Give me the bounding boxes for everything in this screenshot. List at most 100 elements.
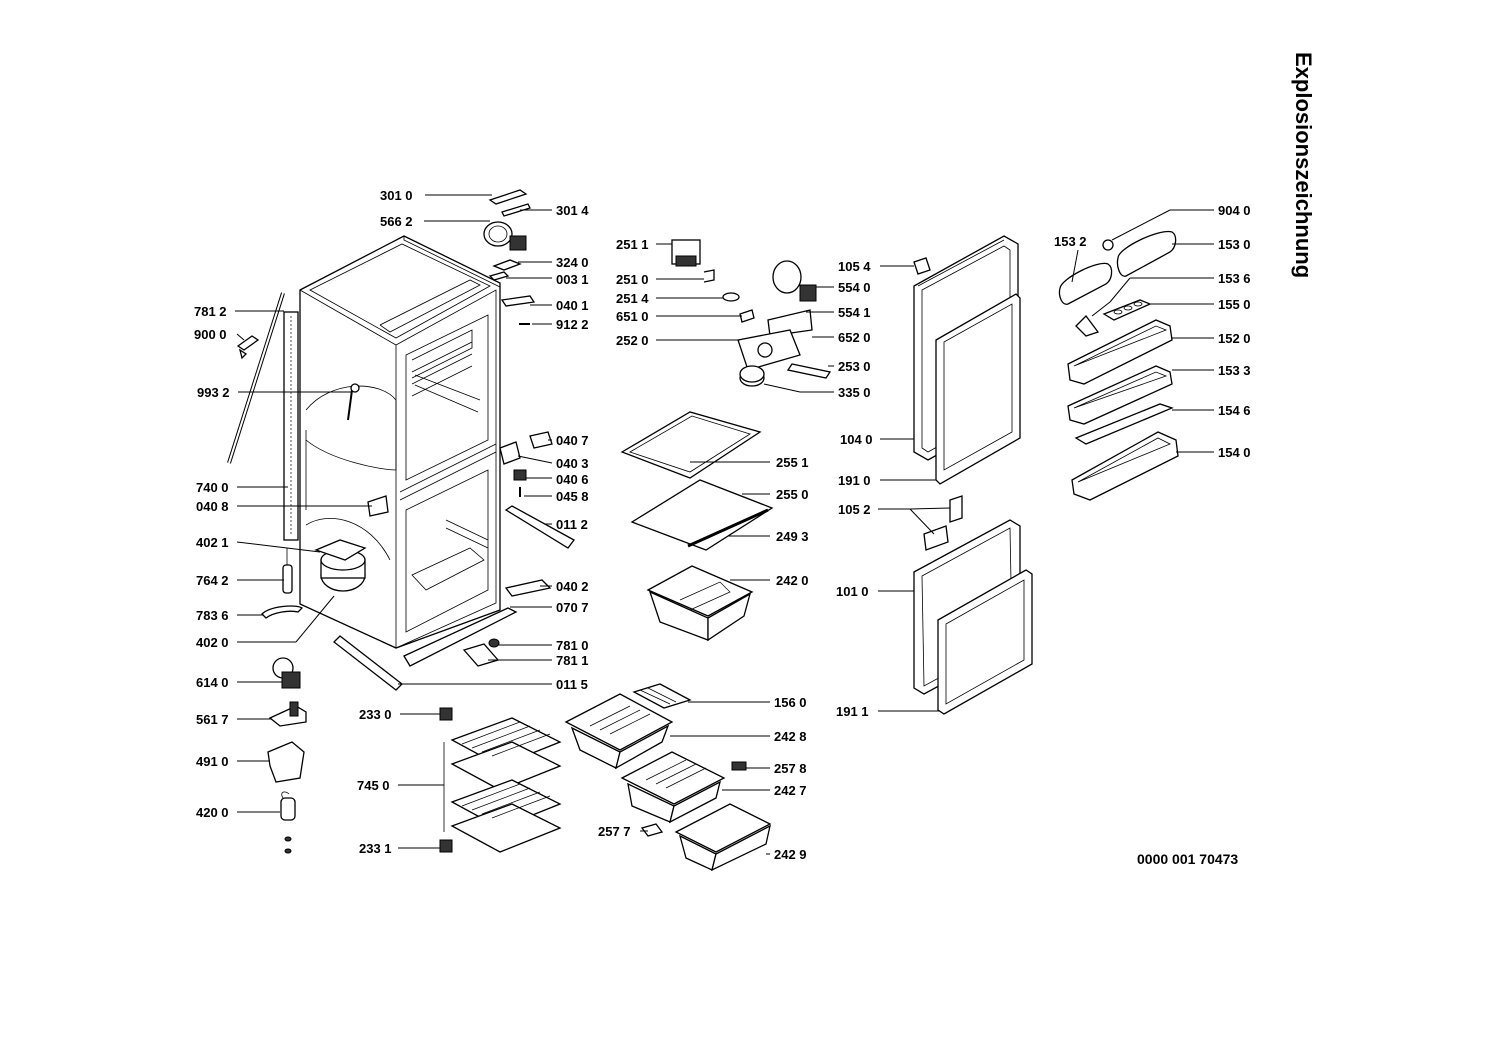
- callout-154-0: 154 0: [1218, 445, 1251, 460]
- callout-257-7: 257 7: [598, 824, 631, 839]
- drain-tube: [227, 292, 285, 464]
- callout-249-3: 249 3: [776, 529, 809, 544]
- callout-242-0: 242 0: [776, 573, 809, 588]
- upper-door-104: [913, 235, 1021, 485]
- callout-402-0: 402 0: [196, 635, 229, 650]
- callout-040-3: 040 3: [556, 456, 589, 471]
- callout-652-0: 652 0: [838, 330, 871, 345]
- callout-242-9: 242 9: [774, 847, 807, 862]
- glass-shelf-255-1: [620, 411, 762, 479]
- callout-040-7: 040 7: [556, 433, 589, 448]
- thermostat-housing: [671, 239, 832, 387]
- base-rail-070: [403, 579, 552, 667]
- callout-104-0: 104 0: [840, 432, 873, 447]
- callout-251-4: 251 4: [616, 291, 649, 306]
- callout-labels: 301 0 301 4 566 2 324 0 003 1 781 2 040 …: [194, 188, 1251, 862]
- glass-shelf-255-0: [630, 479, 774, 551]
- callout-781-2: 781 2: [194, 304, 227, 319]
- callout-105-2: 105 2: [838, 502, 871, 517]
- callout-070-7: 070 7: [556, 600, 589, 615]
- lower-door-101: [913, 519, 1033, 715]
- callout-764-2: 764 2: [196, 573, 229, 588]
- callout-101-0: 101 0: [836, 584, 869, 599]
- callout-904-0: 904 0: [1218, 203, 1251, 218]
- callout-011-2: 011 2: [556, 517, 588, 532]
- callout-156-0: 156 0: [774, 695, 807, 710]
- callout-233-0: 233 0: [359, 707, 392, 722]
- hinge-105: [913, 257, 963, 551]
- drawer-242-8: [564, 693, 674, 770]
- callout-252-0: 252 0: [616, 333, 649, 348]
- callout-561-7: 561 7: [196, 712, 229, 727]
- lamp-cover-566: [483, 221, 527, 251]
- filter-dryer: [282, 548, 293, 594]
- callout-040-8: 040 8: [196, 499, 229, 514]
- callout-153-0: 153 0: [1218, 237, 1251, 252]
- callout-191-0: 191 0: [838, 473, 871, 488]
- callout-324-0: 324 0: [556, 255, 589, 270]
- lamp-holder-301: [488, 189, 531, 217]
- callout-335-0: 335 0: [838, 385, 871, 400]
- callout-153-6: 153 6: [1218, 271, 1251, 286]
- base-parts-781: [462, 638, 500, 667]
- callout-253-0: 253 0: [838, 359, 871, 374]
- cover-491: [267, 741, 305, 783]
- door-bins: [1058, 230, 1179, 501]
- callout-040-1: 040 1: [556, 298, 589, 313]
- callout-900-0: 900 0: [194, 327, 227, 342]
- capacitor-420: [280, 791, 296, 854]
- callout-993-2: 993 2: [197, 385, 230, 400]
- callout-257-8: 257 8: [774, 761, 807, 776]
- relay-614: [272, 657, 301, 689]
- callout-912-2: 912 2: [556, 317, 589, 332]
- leader-lines: [235, 194, 1214, 855]
- callout-614-0: 614 0: [196, 675, 229, 690]
- callout-154-6: 154 6: [1218, 403, 1251, 418]
- callout-003-1: 003 1: [556, 272, 589, 287]
- compressor: [314, 539, 367, 592]
- thermostat-probe-993: [347, 383, 360, 421]
- callout-242-8: 242 8: [774, 729, 807, 744]
- callout-045-8: 045 8: [556, 489, 589, 504]
- hinge-parts-324-003: [488, 259, 536, 325]
- callout-783-6: 783 6: [196, 608, 229, 623]
- callout-153-2: 153 2: [1054, 234, 1087, 249]
- document-number: 0000 001 70473: [1137, 851, 1238, 867]
- callout-040-6: 040 6: [556, 472, 589, 487]
- callout-191-1: 191 1: [836, 704, 869, 719]
- callout-255-0: 255 0: [776, 487, 809, 502]
- callout-011-5: 011 5: [556, 677, 588, 692]
- rail-011-5: [333, 635, 403, 691]
- callout-402-1: 402 1: [196, 535, 229, 550]
- drawer-242-9: [640, 803, 772, 872]
- callout-255-1: 255 1: [776, 455, 809, 470]
- callout-301-4: 301 4: [556, 203, 589, 218]
- callout-155-0: 155 0: [1218, 297, 1251, 312]
- shelf-insert-156: [632, 683, 692, 709]
- bracket-561: [268, 701, 307, 727]
- callout-153-3: 153 3: [1218, 363, 1251, 378]
- callout-566-2: 566 2: [380, 214, 413, 229]
- callout-745-0: 745 0: [357, 778, 390, 793]
- callout-105-4: 105 4: [838, 259, 871, 274]
- callout-781-1: 781 1: [556, 653, 589, 668]
- hose-783: [261, 605, 304, 619]
- callout-781-0: 781 0: [556, 638, 589, 653]
- callout-233-1: 233 1: [359, 841, 392, 856]
- crisper-242-0: [646, 565, 754, 642]
- diagram-title: Explosionszeichnung: [1291, 52, 1316, 278]
- callout-651-0: 651 0: [616, 309, 649, 324]
- clip-900: [236, 335, 260, 360]
- callout-554-1: 554 1: [838, 305, 871, 320]
- hinge-parts-040: [367, 431, 553, 517]
- callout-251-0: 251 0: [616, 272, 649, 287]
- callout-420-0: 420 0: [196, 805, 229, 820]
- callout-152-0: 152 0: [1218, 331, 1251, 346]
- callout-491-0: 491 0: [196, 754, 229, 769]
- drawer-242-7: [620, 751, 747, 824]
- callout-251-1: 251 1: [616, 237, 649, 252]
- rail-011-2: [504, 505, 575, 549]
- callout-740-0: 740 0: [196, 480, 229, 495]
- cabinet-body: [299, 235, 501, 649]
- callout-242-7: 242 7: [774, 783, 807, 798]
